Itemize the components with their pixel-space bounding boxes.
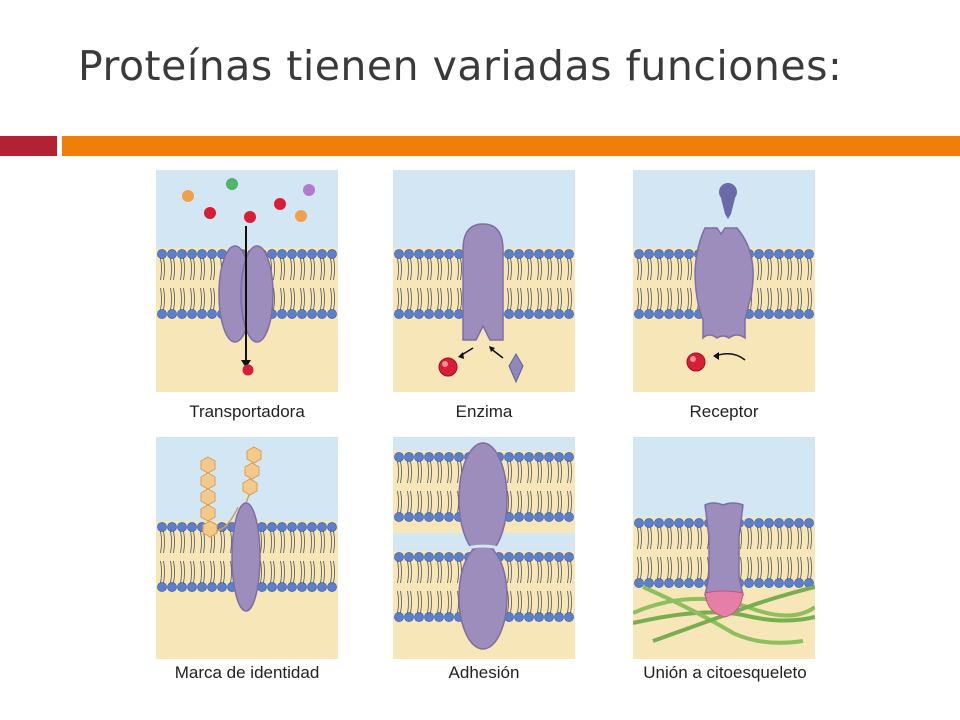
title-accent-bar-red [0,136,57,156]
cytoskeleton-attachment-illustration [633,437,815,659]
receptor-protein-illustration [633,170,815,392]
panel-enzyme [393,170,575,392]
caption-cytoskeleton: Unión a citoesqueleto [643,663,807,682]
molecule [182,190,194,202]
phospholipid-bilayer [394,552,574,622]
phospholipid-bilayer [394,452,574,522]
caption-enzyme: Enzima [455,402,513,421]
panel-identity [156,437,338,659]
panel-cytoskeleton [633,437,815,659]
transport-protein-illustration [156,170,338,392]
caption-adhesion: Adhesión [448,663,520,682]
panel-receptor [633,170,815,392]
caption-transport: Transportadora [189,402,305,421]
enzyme-protein-illustration [393,170,575,392]
molecule [274,198,286,210]
title-accent-bar-orange [62,136,960,156]
molecule [303,184,315,196]
identity-marker-illustration [156,437,338,659]
phospholipid-bilayer [157,249,337,319]
slide-title: Proteínas tienen variadas funciones: [78,42,843,90]
caption-receptor: Receptor [689,402,759,421]
panel-transport [156,170,338,392]
adhesion-protein-illustration [393,437,575,659]
molecule [226,178,238,190]
caption-identity: Marca de identidad [174,663,320,682]
panel-adhesion [393,437,575,659]
molecule [295,210,307,222]
molecule [244,211,256,223]
molecule [204,207,216,219]
